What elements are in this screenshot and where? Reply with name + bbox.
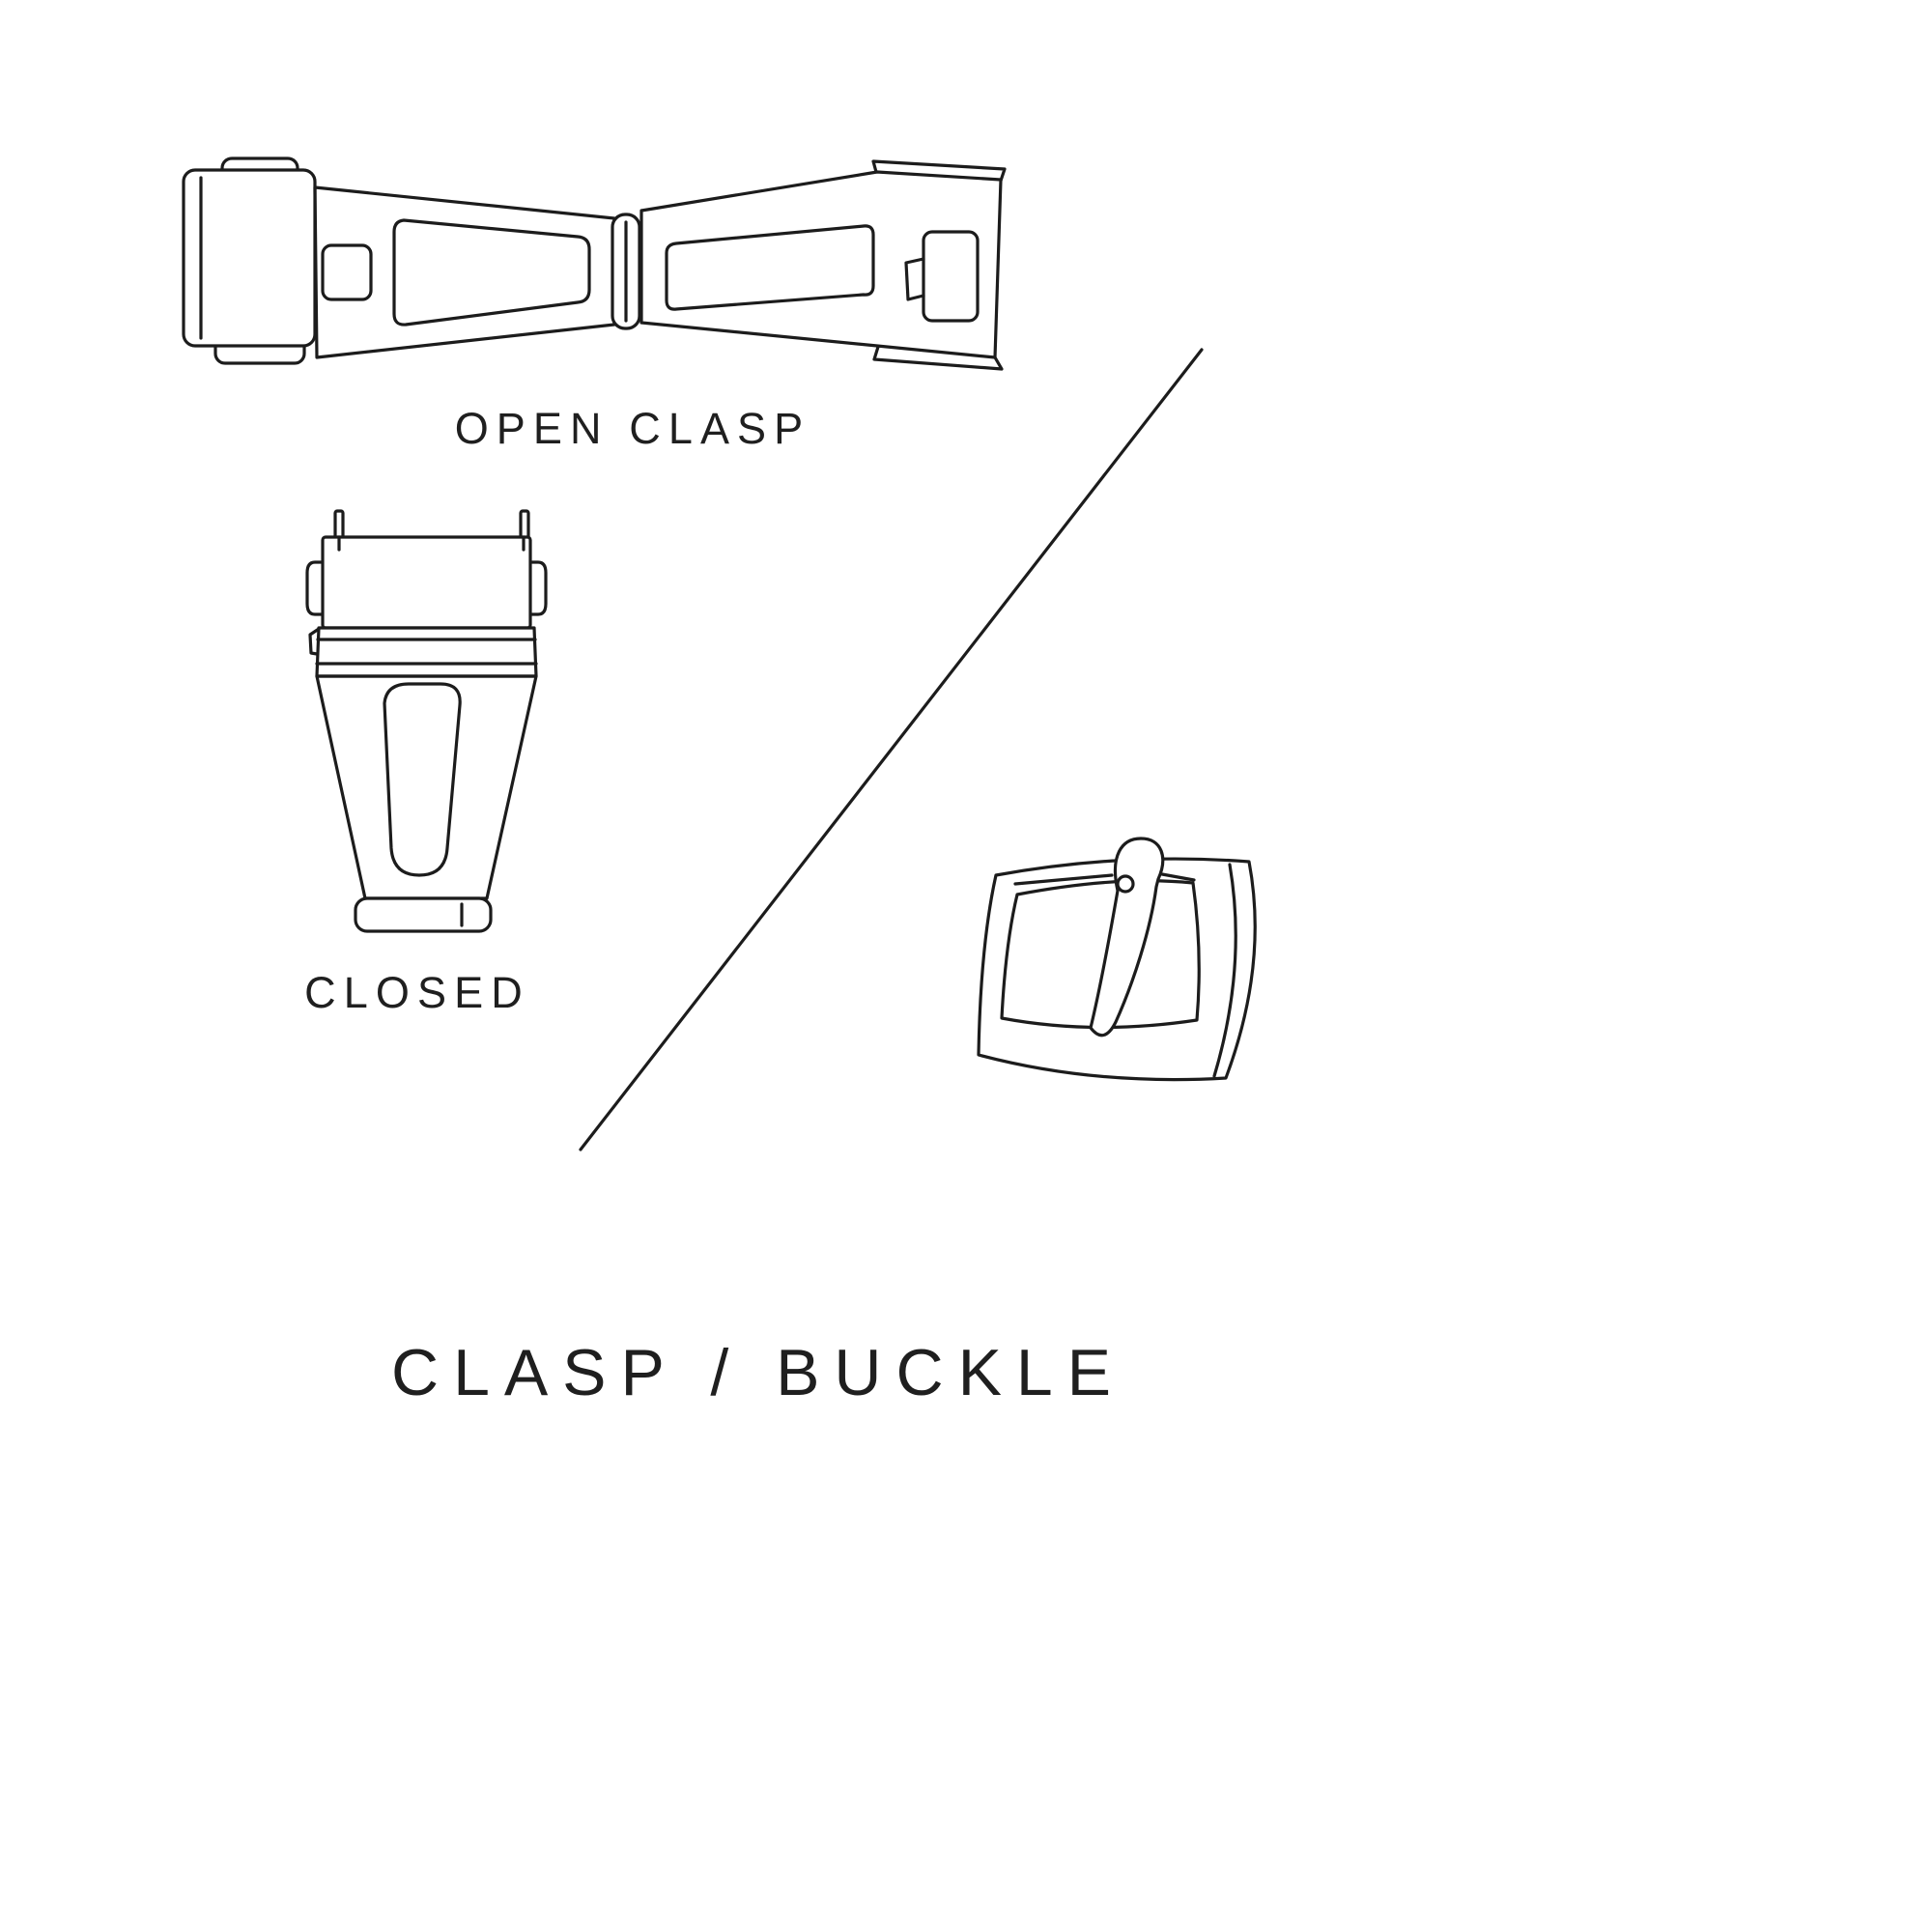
end-bar-icon [354,896,493,933]
closed-clasp-illustration [305,509,548,933]
pin-loop-icon [1116,874,1135,894]
right-arm-icon [639,159,1007,371]
buckle-pin-icon [1013,873,1114,886]
clasp-body-icon [315,674,538,900]
buckle-pin-right-icon [1160,872,1196,882]
hinge-icon [611,213,641,330]
left-arm-icon [313,185,616,359]
page-title: CLASP / BUCKLE [391,1336,1125,1409]
closed-clasp-label: CLOSED [304,968,530,1017]
open-clasp-label: OPEN CLASP [454,404,811,453]
buckle-tongue-icon [1089,837,1165,1037]
spring-bar-prongs-icon [333,509,530,540]
open-clasp-illustration [182,156,1007,371]
clasp-cover-icon [305,535,548,630]
left-end-link-icon [182,156,317,365]
buckle-illustration [977,837,1257,1082]
fold-band-icon [308,626,538,678]
